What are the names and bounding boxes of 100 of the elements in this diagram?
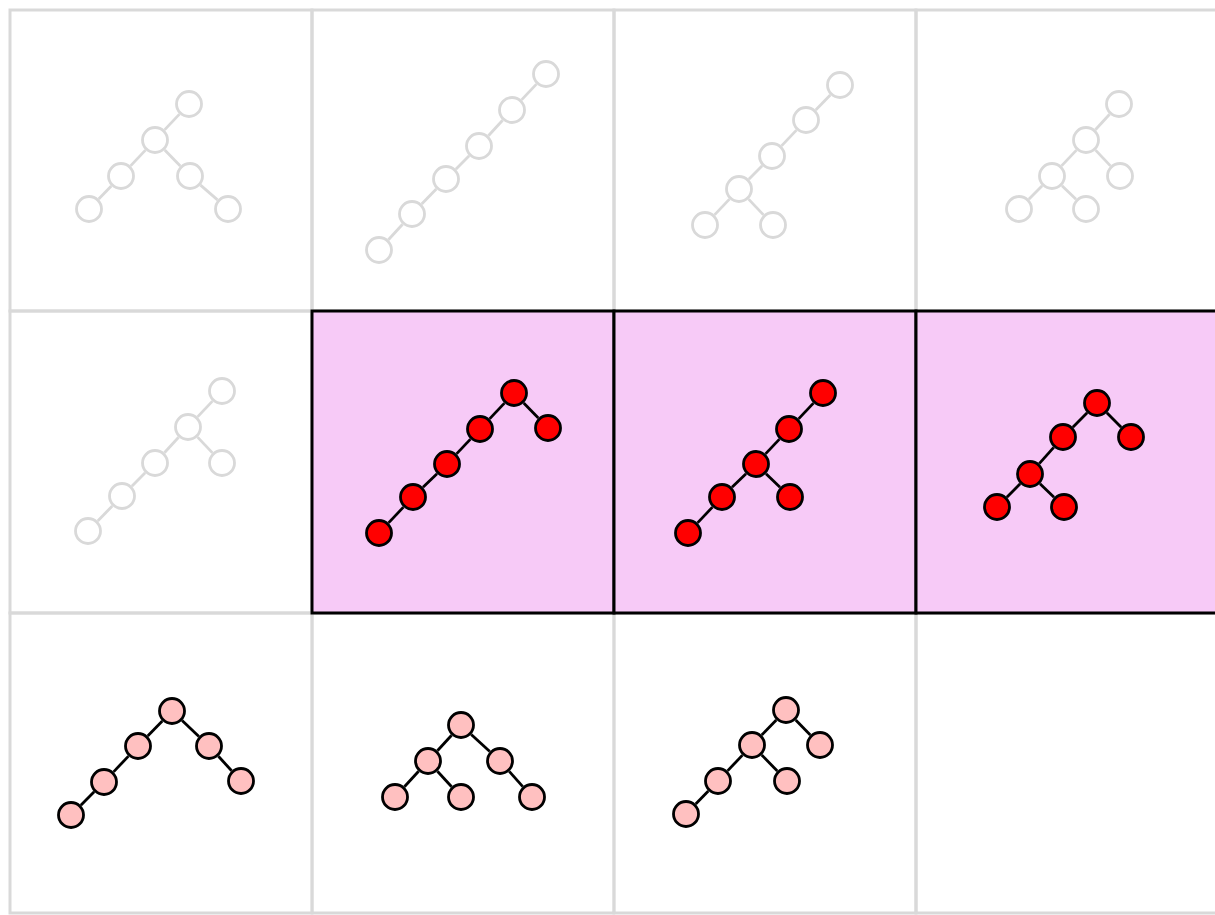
tree-edge [130,471,147,488]
tree-node [1038,162,1066,190]
tree-edge [488,402,506,420]
tree-node [141,126,169,154]
highlighted-cell [310,309,616,615]
tree-edge [470,733,491,753]
tree-node [704,767,732,795]
tree-node [108,482,136,510]
tree-node [738,731,766,759]
tree-edge [694,790,710,805]
tree-edge [1038,446,1055,465]
tree-edge [520,83,538,101]
tree-node [806,731,834,759]
tree-node [725,175,753,203]
tree-edge [713,198,731,216]
tree-node [75,195,103,223]
tree-edge [199,184,219,201]
tree-node [447,783,475,811]
tree-node [432,165,460,193]
tree-edge [163,436,180,454]
tree-edge [196,400,214,418]
tree-node [1105,90,1133,118]
tree-edge [163,113,181,131]
tree-node [792,106,820,134]
tree-node [1072,195,1100,223]
highlighted-cell [612,309,918,615]
tree-node [691,211,719,239]
tree-edge [217,755,233,772]
tree-node [826,71,854,99]
tree-node [518,783,546,811]
tree-edge [129,149,147,167]
tree-node [208,377,236,405]
tree-node [74,517,102,545]
tree-node [90,768,118,796]
grid-cell [8,8,314,313]
tree-edge [1094,149,1112,167]
tree-node [447,711,475,739]
tree-node [414,747,442,775]
tree-edge [1060,149,1078,167]
highlighted-cell [914,309,1215,615]
tree-edge [747,164,764,181]
tree-node [465,132,493,160]
tree-node [214,195,242,223]
tree-edge [797,402,815,420]
tree-node [1005,195,1033,223]
tree-node [773,767,801,795]
tree-node [107,162,135,190]
tree-edge [1105,411,1123,429]
tree-edge [146,720,164,737]
grid-cell [8,611,314,915]
tree-edge [196,436,214,454]
tree-node [772,696,800,724]
tree-edge [163,149,182,167]
tree-edge [436,734,453,752]
tree-edge [112,755,130,773]
tree-node [672,800,700,828]
tree-edge [454,154,471,171]
tree-edge [422,472,438,489]
tree-edge [696,506,714,524]
tree-edge [760,719,778,736]
tree-edge [97,185,113,200]
tree-edge [1005,482,1022,499]
tree-node [124,732,152,760]
tree-node [158,697,186,725]
tree-edge [814,94,832,111]
tree-node [208,449,236,477]
tree-edge [764,438,781,455]
tree-node [758,142,786,170]
tree-edge [731,472,747,489]
tree-node [227,767,255,795]
tree-node [532,60,560,88]
tree-edge [487,119,504,137]
tree-node [174,413,202,441]
tree-edge [726,754,744,772]
tree-edge [765,472,781,489]
tree-node [498,96,526,124]
tree-edge [455,438,472,455]
tree-edge [1094,113,1111,131]
tree-edge [522,402,540,419]
tree-edge [760,754,779,772]
tree-edge [79,790,96,807]
tree-node [175,90,203,118]
tree-node [141,449,169,477]
tree-edge [420,188,438,205]
tree-node [195,732,223,760]
tree-node [486,747,514,775]
tree-edge [96,505,114,522]
tree-edge [508,770,524,788]
tree-edge [387,506,405,524]
tree-node [381,783,409,811]
tree-node [1072,126,1100,154]
tree-edge [1071,411,1089,429]
tree-edge [1039,482,1055,499]
tree-node [57,801,85,829]
tree-edge [181,719,200,738]
tree-edge [1061,184,1077,201]
tree-node [176,162,204,190]
tree-node [398,200,426,228]
tree-edge [1027,184,1044,201]
tree-edge [794,719,812,736]
